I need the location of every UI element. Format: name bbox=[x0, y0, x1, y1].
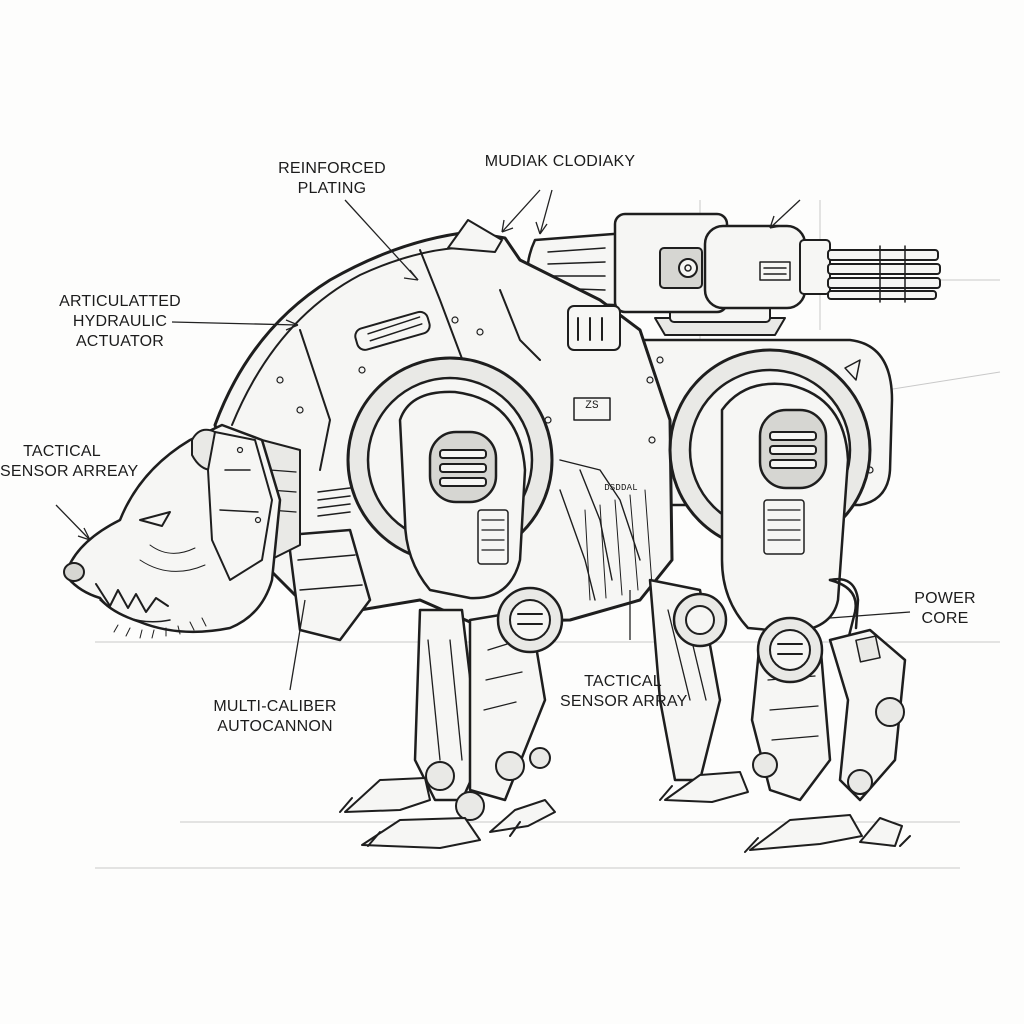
side-plate-marking: ZS bbox=[585, 400, 599, 412]
label-line: PLATING bbox=[297, 180, 367, 197]
flank-plate-marking: DSDDAL bbox=[604, 483, 638, 493]
label-reinforced-plating: REINFORCED PLATING bbox=[268, 159, 396, 199]
label-line: MULTI-CALIBER bbox=[213, 698, 337, 715]
autocannon-barrels bbox=[827, 245, 941, 303]
label-line: AUTOCANNON bbox=[217, 718, 333, 735]
front-legs bbox=[339, 586, 564, 849]
label-line: TACTICAL bbox=[584, 673, 662, 690]
label-mudiak-clodiaky: MUDIAK CLODIAKY bbox=[480, 152, 640, 172]
label-line: MUDIAK CLODIAKY bbox=[484, 153, 636, 170]
label-line: SENSOR ARREAY bbox=[0, 463, 139, 480]
label-line: ACTUATOR bbox=[75, 333, 165, 350]
label-line: TACTICAL bbox=[23, 443, 101, 460]
label-line: CORE bbox=[921, 610, 969, 627]
bear-head bbox=[63, 423, 282, 639]
front-shoulder-joint bbox=[346, 356, 554, 600]
label-multi-caliber-autocannon: MULTI-CALIBER AUTOCANNON bbox=[210, 697, 340, 737]
label-line: ARTICULATTED bbox=[59, 293, 181, 310]
label-tactical-sensor-array-head: TACTICAL SENSOR ARREAY bbox=[0, 442, 139, 482]
label-power-core: POWER CORE bbox=[900, 589, 990, 629]
label-articulated-hydraulic-actuator: ARTICULATTED HYDRAULIC ACTUATOR bbox=[58, 292, 182, 352]
label-line: SENSOR ARRAY bbox=[560, 693, 688, 710]
label-line: POWER bbox=[914, 590, 976, 607]
callout-leaders bbox=[55, 189, 911, 691]
label-line: REINFORCED bbox=[278, 160, 386, 177]
label-line: HYDRAULIC bbox=[72, 313, 168, 330]
rear-legs bbox=[648, 577, 911, 853]
rear-hip-joint bbox=[668, 348, 872, 642]
label-tactical-sensor-array-body: TACTICAL SENSOR ARRAY bbox=[560, 672, 688, 712]
